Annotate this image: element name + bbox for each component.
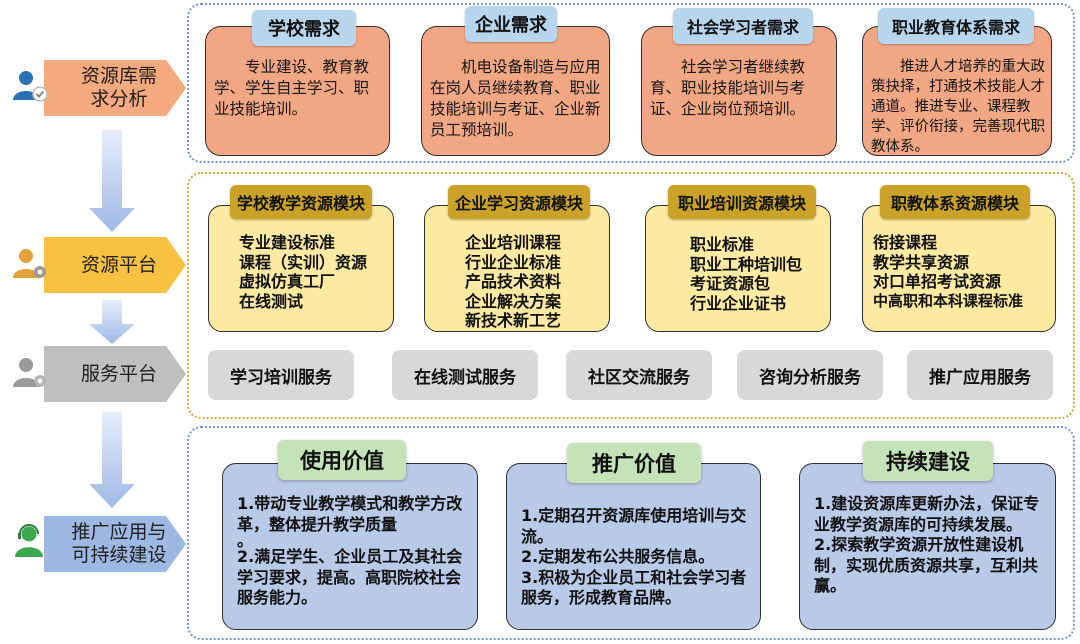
module-box-training: 职业标准 职业工种培训包 考证资源包 行业企业证书 <box>645 205 831 332</box>
module-item: 新技术新工艺 <box>465 311 562 330</box>
value-title-use: 使用价值 <box>278 440 406 480</box>
service-online-testing: 在线测试服务 <box>392 350 538 400</box>
module-item: 在线测试 <box>239 291 304 311</box>
value-line: 3.积极为企业员工和社会学习者服务，形成教育品牌。 <box>521 567 747 608</box>
module-box-enterprise: 企业培训课程 行业企业标准 产品技术资料 企业解决方案 新技术新工艺 <box>424 205 610 332</box>
module-item: 职业标准 <box>690 235 755 254</box>
stage-label: 服务平台 <box>80 362 157 385</box>
demand-title-social-learner: 社会学习者需求 <box>673 8 813 44</box>
module-title-training: 职业培训资源模块 <box>668 185 816 219</box>
module-item: 企业培训课程 <box>465 233 562 252</box>
module-title-enterprise: 企业学习资源模块 <box>448 185 590 219</box>
user-headset-icon <box>15 524 43 557</box>
down-arrow-icon <box>89 300 135 344</box>
stage-label-line1: 推广应用与 <box>71 521 167 543</box>
demand-title-vocational-system: 职业教育体系需求 <box>878 8 1034 44</box>
module-item: 衔接课程 <box>873 233 938 252</box>
value-box-sustainable: 1.建设资源库更新办法，保证专业教学资源库的可持续发展。 2.探索教学资源开放性… <box>799 463 1056 630</box>
stage-label: 资源平台 <box>80 253 157 276</box>
demand-box-vocational-system: 推进人才培养的重大政策抉择，打通技术技能人才通道。推进专业、课程教学、评价衔接，… <box>862 26 1052 156</box>
module-title-vocational-system: 职教体系资源模块 <box>880 185 1030 219</box>
value-line: 1.建设资源库更新办法，保证专业教学资源库的可持续发展。 <box>814 494 1040 534</box>
stage-arrow-resource-platform: 资源平台 <box>44 237 186 293</box>
value-line: 1.定期召开资源库使用培训与交流。 <box>521 506 747 546</box>
value-line: 。 <box>237 531 254 550</box>
user-gear-icon <box>13 358 46 387</box>
demand-text: 社会学习者继续教育、职业技能培训与考证、企业岗位预培训。 <box>650 58 806 118</box>
module-item: 教学共享资源 <box>873 252 970 272</box>
module-item: 产品技术资料 <box>465 272 562 291</box>
value-box-use: 1.带动专业教学模式和教学方改革，整体提升教学质量 。 2.满足学生、企业员工及… <box>222 463 478 630</box>
module-item: 企业解决方案 <box>465 291 562 311</box>
module-item: 对口单招考试资源 <box>873 272 1002 291</box>
demand-title-enterprise: 企业需求 <box>465 6 557 42</box>
stage-arrow-promotion: 推广应用与可持续建设 <box>44 516 186 572</box>
value-line: 2.定期发布公共服务信息。 <box>521 547 715 566</box>
service-learning-training: 学习培训服务 <box>208 350 354 400</box>
demand-box-enterprise: 机电设备制造与应用在岗人员继续教育、职业技能培训与考证、企业新员工预培训。 <box>421 26 610 156</box>
module-item: 行业企业证书 <box>690 293 787 313</box>
stage-label-line2: 求分析 <box>90 88 148 110</box>
stage-arrow-service-platform: 服务平台 <box>44 346 186 402</box>
demand-group <box>187 3 1075 163</box>
user-check-icon <box>13 71 48 102</box>
module-item: 课程（实训）资源 <box>239 252 368 272</box>
module-box-vocational-system: 衔接课程 教学共享资源 对口单招考试资源 中高职和本科课程标准 <box>862 205 1056 332</box>
value-title-sustainable: 持续建设 <box>863 441 993 481</box>
service-community: 社区交流服务 <box>566 350 712 400</box>
module-item: 考证资源包 <box>690 274 771 293</box>
demand-text: 推进人才培养的重大政策抉择，打通技术技能人才通道。推进专业、课程教学、评价衔接，… <box>871 59 1045 155</box>
service-promotion: 推广应用服务 <box>907 350 1053 400</box>
value-line: 2.探索教学资源开放性建设机制，实现优质资源共享，互利共赢。 <box>814 535 1039 595</box>
promotion-group <box>187 426 1075 640</box>
platform-group <box>187 172 1075 419</box>
module-item: 专业建设标准 <box>239 233 336 252</box>
demand-title-school: 学校需求 <box>252 10 356 46</box>
value-box-promotion: 1.定期召开资源库使用培训与交流。 2.定期发布公共服务信息。 3.积极为企业员… <box>506 463 761 630</box>
module-item: 职业工种培训包 <box>690 254 803 274</box>
module-item: 中高职和本科课程标准 <box>873 291 1024 310</box>
module-title-school: 学校教学资源模块 <box>230 185 372 219</box>
user-gear-icon <box>13 249 46 278</box>
module-item: 虚拟仿真工厂 <box>239 272 336 291</box>
value-line: 2.满足学生、企业员工及其社会学习要求，提高。高职院校社会服务能力。 <box>237 547 463 607</box>
module-item: 行业企业标准 <box>465 252 562 272</box>
service-consulting: 咨询分析服务 <box>737 350 883 400</box>
demand-box-social-learner: 社会学习者继续教育、职业技能培训与考证、企业岗位预培训。 <box>641 26 837 156</box>
stage-label-line1: 资源库需 <box>80 65 157 87</box>
stage-arrow-demand-analysis: 资源库需求分析 <box>44 60 186 116</box>
module-box-school: 专业建设标准 课程（实训）资源 虚拟仿真工厂 在线测试 <box>208 205 394 332</box>
value-line: 1.带动专业教学模式和教学方改革，整体提升教学质量 <box>237 494 463 534</box>
demand-text: 专业建设、教育教学、学生自主学习、职业技能培训。 <box>214 58 370 118</box>
down-arrow-icon <box>89 412 135 508</box>
down-arrow-icon <box>89 130 135 232</box>
value-title-promotion: 推广价值 <box>567 443 701 483</box>
demand-text: 机电设备制造与应用在岗人员继续教育、职业技能培训与考证、企业新员工预培训。 <box>430 58 601 139</box>
stage-label-line2: 可持续建设 <box>71 544 167 566</box>
